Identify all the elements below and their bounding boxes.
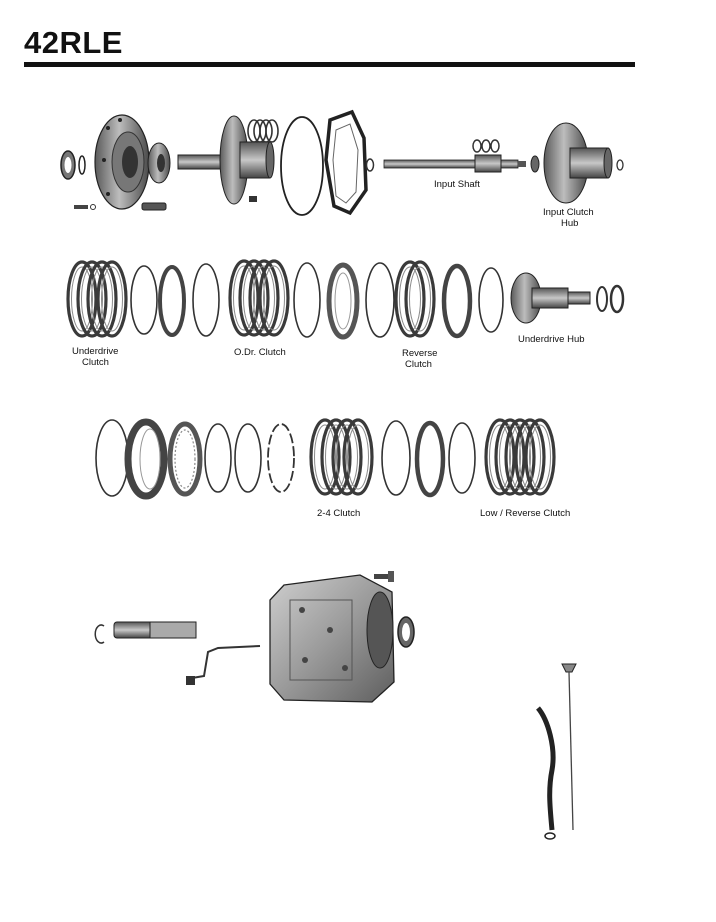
reverse-clutch-pack <box>394 260 436 338</box>
odr-clutch-label: O.Dr. Clutch <box>234 347 286 358</box>
snap-ring <box>95 419 129 497</box>
clutch-2-4-label: 2-4 Clutch <box>317 508 361 519</box>
input-shaft <box>383 154 526 173</box>
plug <box>186 676 195 685</box>
snap-ring <box>192 263 220 337</box>
input-clutch-hub-label-line1: Input Clutch <box>543 207 594 218</box>
underdrive-hub-label: Underdrive Hub <box>518 334 585 345</box>
thrust-bearing <box>596 286 608 312</box>
wave-spring <box>267 423 295 493</box>
underdrive-hub <box>510 272 591 324</box>
park-rod <box>191 645 261 679</box>
snap-ring <box>478 267 504 333</box>
pump-gasket-ring <box>280 116 324 216</box>
pump-gears <box>147 142 171 184</box>
page-title: 42RLE <box>24 25 123 60</box>
reaction-plate <box>158 265 186 337</box>
input-shaft-label: Input Shaft <box>434 179 480 190</box>
clutch-2-4-pack <box>309 418 374 496</box>
pump-o-ring <box>78 155 86 175</box>
reaction-plate <box>414 420 446 498</box>
input-shaft-seal-rings <box>472 139 500 153</box>
low-reverse-clutch-pack <box>484 418 556 496</box>
underdrive-clutch-label-line1: Underdrive <box>72 346 119 357</box>
pump-gasket <box>324 109 368 216</box>
dipstick <box>561 663 577 831</box>
thrust-washer <box>530 155 540 173</box>
snap-ring <box>365 262 395 338</box>
snap-ring <box>94 624 105 644</box>
output-shaft <box>113 621 197 639</box>
transmission-case <box>269 574 395 703</box>
input-shaft-o-ring <box>365 158 375 172</box>
input-clutch-hub <box>543 122 613 204</box>
piston-retainer <box>124 418 168 500</box>
snap-ring <box>448 422 476 494</box>
low-reverse-clutch-label: Low / Reverse Clutch <box>480 508 571 519</box>
snap-ring <box>381 420 411 496</box>
snap-ring <box>234 423 262 493</box>
case-bolt <box>374 571 394 582</box>
piston-spring <box>167 421 203 497</box>
thrust-washer <box>609 284 625 314</box>
dipstick-tube-o-ring <box>544 832 556 840</box>
pump-filter-bolt <box>141 202 167 211</box>
snap-ring <box>130 265 158 335</box>
reaction-plate <box>441 263 473 339</box>
reaction-shaft-support <box>177 115 275 205</box>
title-rule <box>24 62 635 67</box>
snap-ring <box>616 159 624 171</box>
pressure-plate <box>326 262 360 340</box>
oil-pump-assembly <box>94 114 150 210</box>
input-clutch-hub-label-line2: Hub <box>561 218 579 229</box>
dipstick-tube <box>535 706 556 831</box>
snap-ring <box>204 423 232 493</box>
reverse-clutch-label-line2: Clutch <box>405 359 432 370</box>
pump-seal <box>60 150 76 180</box>
odr-clutch-pack <box>228 259 290 337</box>
snap-ring <box>293 262 321 338</box>
underdrive-clutch-pack <box>66 260 128 338</box>
support-bolt <box>249 196 257 202</box>
extension-seal <box>397 616 415 648</box>
underdrive-clutch-label-line2: Clutch <box>82 357 109 368</box>
seal-rings <box>247 119 279 143</box>
pump-bolt <box>74 204 96 210</box>
reverse-clutch-label-line1: Reverse <box>402 348 438 359</box>
